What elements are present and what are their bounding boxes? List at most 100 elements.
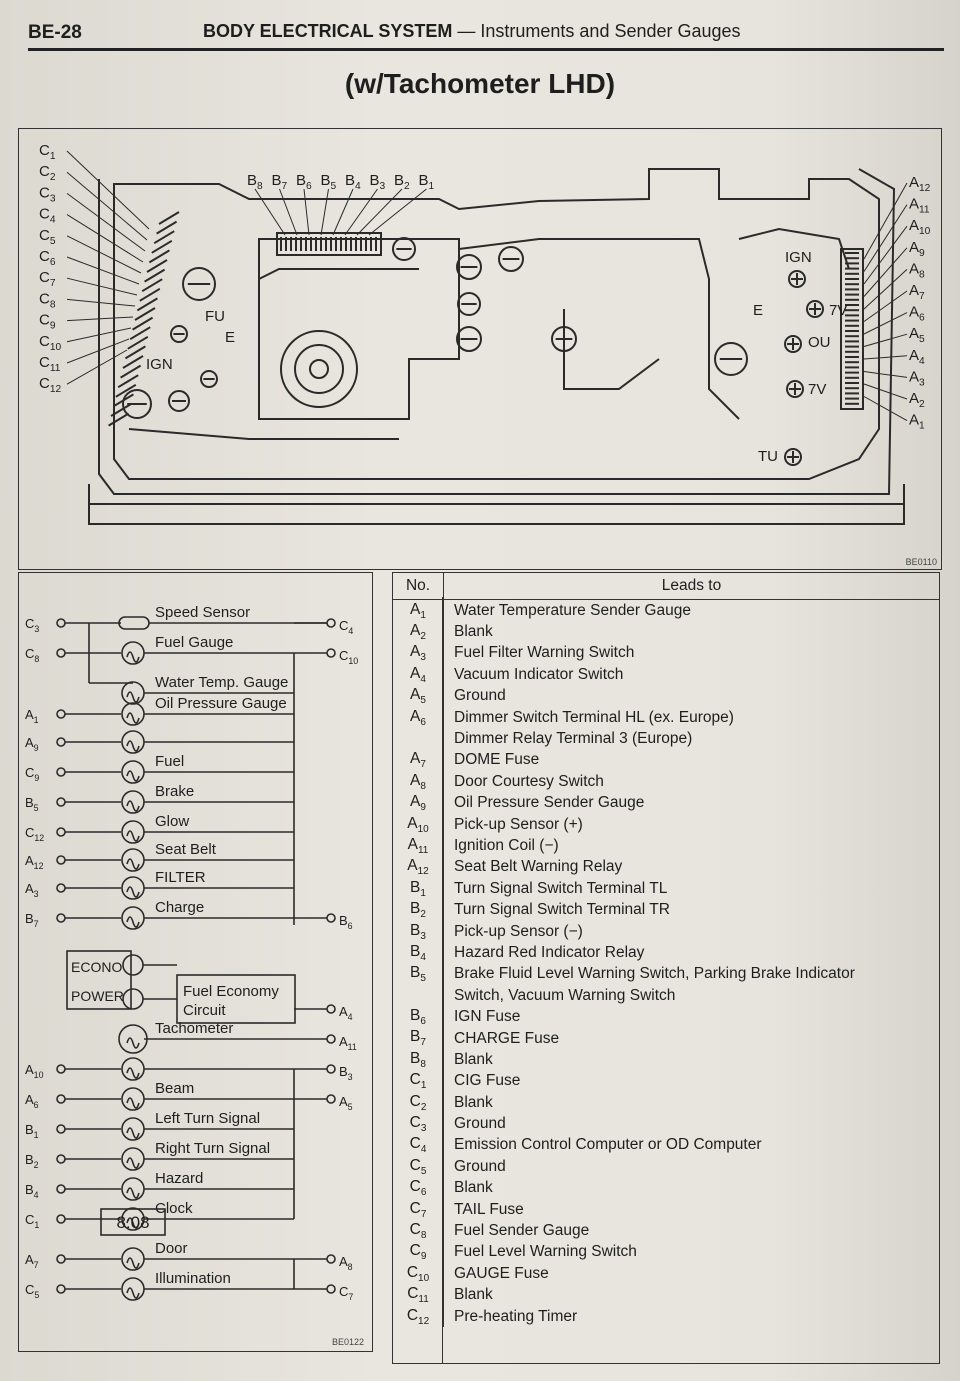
gauge-lamp-icon [121, 641, 145, 665]
pin-label-a12: A12 [909, 174, 931, 194]
circuit-pin-c4: C4 [339, 618, 353, 636]
screw-icon [456, 254, 482, 280]
econo-label: ECONO [71, 959, 122, 975]
pin-label-a9: A9 [909, 239, 925, 259]
circuit-row: A9 [25, 730, 294, 754]
circuit-pin-c12: C12 [25, 825, 44, 843]
terminal-label-ign: IGN [146, 356, 173, 373]
pin-number: A1 [393, 599, 444, 622]
pin-label-a6: A6 [909, 304, 925, 324]
pin-label-c11: C11 [39, 354, 61, 374]
gauge-lamp-icon [121, 1057, 145, 1081]
center-gear [280, 330, 358, 408]
circuit-label: Illumination [155, 1270, 231, 1287]
pin-number: B7 [393, 1027, 444, 1050]
pin-number: B8 [393, 1049, 444, 1071]
lead-destination: Hazard Red Indicator Relay [454, 943, 645, 961]
gauge-lamp-icon [121, 790, 145, 814]
circuit-label: Glow [155, 813, 189, 830]
circuit-row: C12 Glow [25, 813, 294, 844]
lead-destination: TAIL Fuse [454, 1200, 524, 1218]
table-row: A9 Oil Pressure Sender Gauge [393, 792, 939, 814]
circuit-pin-c7: C7 [339, 1284, 353, 1302]
circuit-pin-a9: A9 [25, 735, 39, 753]
table-row: Switch, Vacuum Warning Switch [393, 985, 939, 1007]
lead-destination: Fuel Sender Gauge [454, 1222, 590, 1240]
pin-number: A8 [393, 771, 444, 793]
circuit-label: Brake [155, 783, 194, 800]
screw-icon [170, 325, 188, 343]
pin-number: A9 [393, 792, 444, 814]
pin-number: C8 [393, 1220, 444, 1242]
pin-label-c3: C3 [39, 184, 56, 204]
c-connector-block [108, 211, 180, 427]
header-title-separator: — [452, 21, 481, 41]
circuit-pin-c1: C1 [25, 1212, 39, 1230]
circuit-label: Seat Belt [155, 841, 217, 858]
pin-number: C5 [393, 1156, 444, 1178]
screw-icon [392, 237, 416, 261]
circuit-pin-a8: A8 [339, 1254, 353, 1272]
indicator-lamp-icon [122, 988, 144, 1010]
gauge-lamp-icon [121, 1247, 145, 1271]
terminal-screw-icon [784, 448, 802, 466]
terminal-screw-icon [784, 335, 802, 353]
lead-destination: GAUGE Fuse [454, 1264, 549, 1282]
gauge-lamp-icon [121, 730, 145, 754]
pin-number: B4 [393, 942, 444, 964]
circuit-pin-b1: B1 [25, 1122, 39, 1140]
screw-icon [122, 389, 152, 419]
table-row: C6 Blank [393, 1177, 939, 1199]
pin-label-b8: B8 [247, 172, 263, 192]
pin-label-b3: B3 [370, 172, 386, 192]
pin-label-c4: C4 [39, 206, 56, 226]
table-row: B8 Blank [393, 1049, 939, 1071]
gauge-lamp-icon [121, 1147, 145, 1171]
gauge-lamp-icon [121, 820, 145, 844]
gauge-lamp-icon [121, 1177, 145, 1201]
meter-housing-outline [88, 168, 905, 525]
circuit-pin-c5: C5 [25, 1282, 39, 1300]
pin-number: C6 [393, 1177, 444, 1199]
lead-destination: Oil Pressure Sender Gauge [454, 794, 645, 812]
gauge-lamp-icon [121, 702, 145, 726]
table-row: C8 Fuel Sender Gauge [393, 1220, 939, 1242]
gauge-lamp-icon [121, 848, 145, 872]
lead-destination: Vacuum Indicator Switch [454, 665, 624, 683]
table-row: B4 Hazard Red Indicator Relay [393, 942, 939, 964]
circuit-pin-b5: B5 [25, 795, 39, 813]
pin-label-a1: A1 [909, 412, 925, 432]
pin-number: A12 [393, 856, 444, 879]
pin-label-a8: A8 [909, 260, 925, 280]
terminal-label-ign: IGN [785, 249, 812, 266]
circuit-label: Oil Pressure Gauge [155, 695, 287, 712]
circuit-pin-a10: A10 [25, 1062, 44, 1080]
circuit-pin-b7: B7 [25, 911, 39, 929]
lead-destination: Blank [454, 1050, 493, 1068]
circuit-pin-b2: B2 [25, 1152, 39, 1170]
fuel-economy-label: Fuel Economy [183, 983, 279, 1000]
pin-number: A6 [393, 706, 444, 729]
circuit-pin-c8: C8 [25, 646, 39, 664]
header-title-main: BODY ELECTRICAL SYSTEM [203, 21, 453, 41]
fuel-economy-circuit-label: Circuit [183, 1002, 226, 1019]
circuit-pin-a1: A1 [25, 707, 39, 725]
circuit-row: A4 [294, 1004, 353, 1022]
circuit-pin-a5: A5 [339, 1094, 353, 1112]
diagram-subtitle: (w/Tachometer LHD) [344, 68, 616, 99]
lead-destination: Blank [454, 1179, 493, 1197]
mounting-screws [122, 237, 824, 466]
lead-destination: Brake Fluid Level Warning Switch, Parkin… [454, 965, 855, 983]
pin-number: C12 [393, 1305, 444, 1328]
terminal-screw-icon [788, 270, 806, 288]
